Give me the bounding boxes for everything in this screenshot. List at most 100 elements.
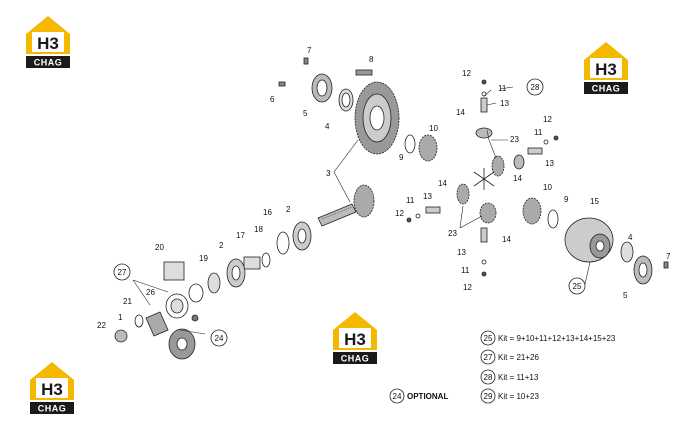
- label-22: 22: [97, 321, 106, 330]
- label-11-left: 11: [406, 196, 415, 205]
- label-26: 26: [146, 288, 155, 297]
- label-21: 21: [123, 297, 132, 306]
- kit-legend: 25 Kit = 9+10+11+12+13+14+15+23 27 Kit =…: [389, 330, 616, 404]
- bolt-12-bottom: [481, 271, 487, 277]
- label-8: 8: [369, 55, 374, 64]
- bolt-optional: [191, 314, 199, 322]
- part-drawings: [114, 57, 669, 360]
- label-4-right: 4: [628, 233, 633, 242]
- legend-28-text: Kit = 11+13: [498, 373, 539, 382]
- label-9-left: 9: [399, 153, 404, 162]
- legend-row-29: 29 Kit = 10+23: [480, 388, 539, 404]
- label-12-top: 12: [462, 69, 471, 78]
- nut-22: [114, 329, 128, 343]
- callout-28-text: 28: [531, 83, 540, 92]
- label-13-top: 13: [500, 99, 509, 108]
- label-7-top: 7: [307, 46, 312, 55]
- label-16: 16: [263, 208, 272, 217]
- logo-mark: H3: [595, 60, 617, 79]
- thrust-washer-9-right: [547, 209, 559, 229]
- legend-row-28: 28 Kit = 11+13: [480, 369, 539, 385]
- washer-11-left: [415, 213, 421, 219]
- callout-25: 25: [568, 277, 586, 295]
- legend-29-text: Kit = 10+23: [498, 392, 539, 401]
- label-13-right: 13: [545, 159, 554, 168]
- label-2-right: 2: [286, 205, 291, 214]
- label-10-left: 10: [429, 124, 438, 133]
- logo-mark: H3: [37, 34, 59, 53]
- label-14-left: 14: [438, 179, 447, 188]
- label-5-right: 5: [623, 291, 628, 300]
- label-13-left: 13: [423, 192, 432, 201]
- label-12-left: 12: [395, 209, 404, 218]
- callout-27-text: 27: [118, 268, 127, 277]
- legend-28-badge: 28: [484, 373, 493, 382]
- logo-name: CHAG: [341, 354, 370, 364]
- spider-cross: [473, 168, 495, 190]
- logo-name: CHAG: [38, 404, 67, 414]
- callout-24: 24: [210, 329, 228, 347]
- label-6: 6: [270, 95, 275, 104]
- logo-name: CHAG: [592, 84, 621, 94]
- pinion-shaft: [317, 184, 375, 227]
- washer-11-right: [543, 139, 549, 145]
- callout-27: 27: [113, 263, 131, 281]
- label-12-right: 12: [543, 115, 552, 124]
- side-gear-10: [418, 134, 438, 162]
- callout-28: 28: [526, 78, 544, 96]
- label-2-left: 2: [219, 241, 224, 250]
- label-23-upper: 23: [510, 135, 519, 144]
- label-11-bottom: 11: [461, 266, 470, 275]
- thrust-washer-9: [404, 134, 416, 154]
- bolt-12-right: [553, 135, 559, 141]
- label-19: 19: [199, 254, 208, 263]
- part-labels: 1 2 2 3 4 4 5 5 6 7 7 8 9 9 10 10 11 11 …: [97, 46, 671, 330]
- label-5-top: 5: [303, 109, 308, 118]
- bolt-12-left: [406, 217, 412, 223]
- legend-25-text: Kit = 9+10+11+12+13+14+15+23: [498, 334, 616, 343]
- side-gear-10-right: [522, 197, 542, 225]
- bolt-7-right: [663, 261, 669, 269]
- label-3: 3: [326, 169, 331, 178]
- brand-logo-bottom-left: H3 CHAG: [30, 362, 74, 414]
- callout-24-text: 24: [215, 334, 224, 343]
- pinion-gear-left: [456, 183, 470, 205]
- pin-13-bottom: [480, 227, 488, 243]
- logo-mark: H3: [41, 380, 63, 399]
- label-12-bottom: 12: [463, 283, 472, 292]
- brand-logo-top-left: H3 CHAG: [26, 16, 70, 68]
- leader-lines: [132, 86, 591, 335]
- pinion-gear-upper: [475, 127, 493, 139]
- label-14-bottom: 14: [502, 235, 511, 244]
- label-9-right: 9: [564, 195, 569, 204]
- label-14-top: 14: [456, 108, 465, 117]
- logo-name: CHAG: [34, 58, 63, 68]
- bearing-cup-right: [620, 241, 634, 263]
- bearing-cup-19: [207, 272, 221, 294]
- brand-logo-center: H3 CHAG: [333, 312, 377, 364]
- spacer-17: [243, 256, 261, 270]
- washer-11-bottom: [481, 259, 487, 265]
- legend-29-badge: 29: [484, 392, 493, 401]
- pinion-gear-lower: [479, 202, 497, 224]
- label-17: 17: [236, 231, 245, 240]
- ring-18: [261, 252, 271, 268]
- legend-row-25: 25 Kit = 9+10+11+12+13+14+15+23: [480, 330, 616, 346]
- label-14-right: 14: [513, 174, 522, 183]
- legend-row-24-optional: 24 OPTIONAL: [389, 388, 448, 404]
- label-15: 15: [590, 197, 599, 206]
- label-20: 20: [155, 243, 164, 252]
- label-10-right: 10: [543, 183, 552, 192]
- label-1: 1: [118, 313, 123, 322]
- label-18: 18: [254, 225, 263, 234]
- callout-25-text: 25: [573, 282, 582, 291]
- label-23-lower: 23: [448, 229, 457, 238]
- bearing-cone-top: [311, 73, 333, 103]
- bearing-cup-top: [338, 88, 354, 112]
- label-4-top: 4: [325, 122, 330, 131]
- pin-13-left: [425, 206, 441, 214]
- label-7-right: 7: [666, 252, 671, 261]
- sleeve-20: [163, 261, 185, 281]
